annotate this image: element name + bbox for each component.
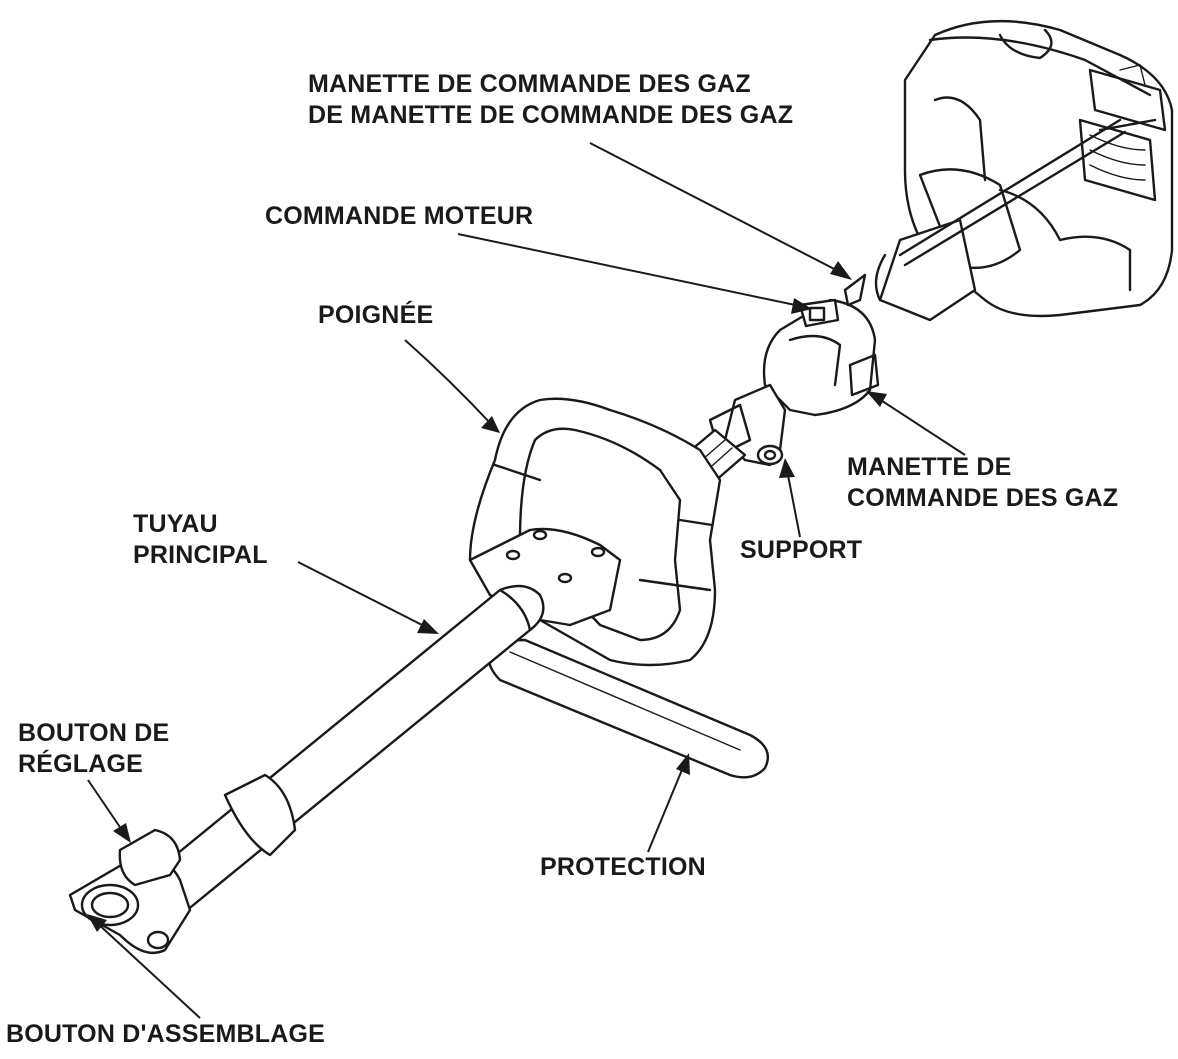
label-adjust-knob: BOUTON DE RÉGLAGE: [18, 718, 169, 780]
main-pipe: [68, 584, 545, 955]
label-guard: PROTECTION: [540, 853, 706, 881]
label-main-pipe-line2: PRINCIPAL: [133, 541, 268, 569]
label-main-pipe: TUYAU PRINCIPAL: [133, 509, 268, 571]
label-throttle-lock-line1: MANETTE DE COMMANDE DES GAZ: [308, 70, 751, 98]
label-support: SUPPORT: [740, 536, 863, 564]
drive-shaft-housing: [874, 118, 1127, 322]
label-handle: POIGNÉE: [318, 301, 434, 329]
label-joint-knob: BOUTON D'ASSEMBLAGE: [6, 1020, 326, 1048]
label-engine-switch: COMMANDE MOTEUR: [265, 202, 534, 230]
engine-unit: [903, 19, 1174, 318]
label-throttle-lock: MANETTE DE COMMANDE DES GAZ DE MANETTE D…: [308, 69, 793, 131]
label-main-pipe-line1: TUYAU: [133, 510, 218, 538]
label-throttle-lever: MANETTE DE COMMANDE DES GAZ: [847, 452, 1118, 514]
label-adjust-knob-line1: BOUTON DE: [18, 719, 170, 747]
label-throttle-lever-line1: MANETTE DE: [847, 453, 1012, 481]
leader-lines: [87, 142, 966, 1019]
label-throttle-lock-line2: DE MANETTE DE COMMANDE DES GAZ: [308, 101, 794, 129]
label-adjust-knob-line2: RÉGLAGE: [18, 750, 144, 778]
label-throttle-lever-line2: COMMANDE DES GAZ: [847, 484, 1119, 512]
control-grip: [762, 273, 880, 417]
